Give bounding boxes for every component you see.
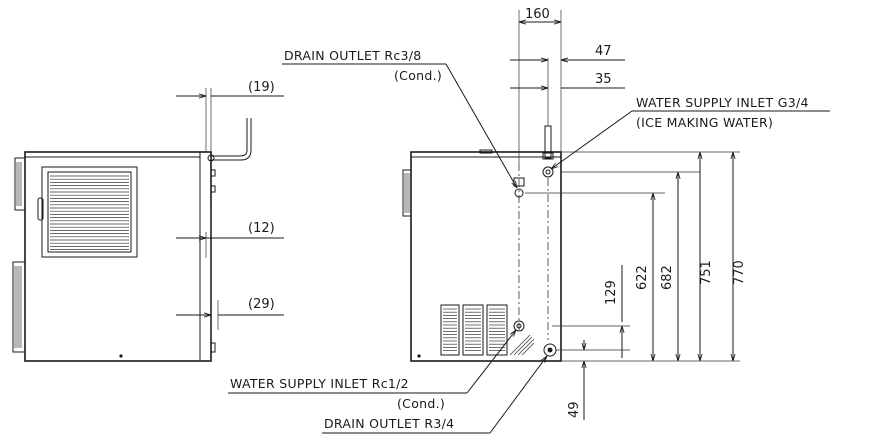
dim-49: 49: [567, 401, 582, 418]
dim-160: 160: [525, 7, 550, 22]
dim-35: 35: [595, 72, 612, 87]
label-drain-outlet-cond: DRAIN OUTLET Rc3/8: [284, 48, 422, 63]
label-drain-outlet-main: DRAIN OUTLET R3/4: [324, 416, 454, 431]
drain-outlet-cond-fitting: [514, 188, 524, 198]
dim-682: 682: [660, 265, 675, 290]
dim-770: 770: [732, 260, 747, 285]
rear-view: 160 47 35 129 622 682 751 770 49: [228, 7, 830, 434]
dim-19: (19): [248, 80, 275, 95]
label-drain-outlet-cond-sub: (Cond.): [394, 68, 442, 83]
dim-622: 622: [635, 265, 650, 290]
water-supply-cond-fitting: [513, 320, 525, 332]
label-water-supply-ice-sub: (ICE MAKING WATER): [636, 115, 773, 130]
dim-12: (12): [248, 221, 275, 236]
dim-29: (29): [248, 297, 275, 312]
water-supply-ice-fitting: [542, 166, 554, 178]
label-water-supply-cond-sub: (Cond.): [397, 396, 445, 411]
side-view: (19) (12) (29): [12, 80, 284, 362]
dim-47: 47: [595, 44, 612, 59]
dim-751: 751: [699, 260, 714, 285]
label-water-supply-cond: WATER SUPPLY INLET Rc1/2: [230, 376, 409, 391]
label-water-supply-ice: WATER SUPPLY INLET G3/4: [636, 95, 809, 110]
rear-view-cabinet: [410, 151, 562, 362]
side-view-grille: [41, 166, 138, 258]
dim-129: 129: [604, 280, 619, 305]
